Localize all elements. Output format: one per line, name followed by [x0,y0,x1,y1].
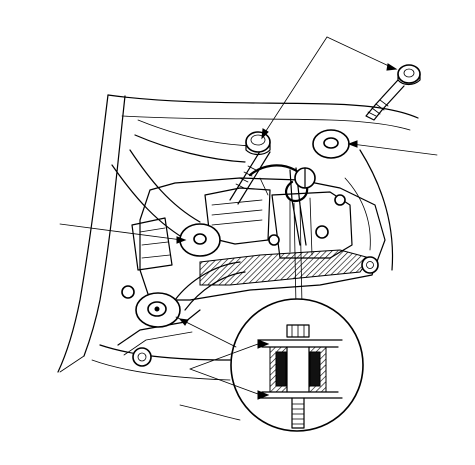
mount-nut [229,131,271,205]
mount-bracket [117,261,246,367]
wiring-harness [248,164,316,246]
chassis-outline [57,94,419,421]
mount-bolt-long [365,64,421,121]
washer-top [312,129,350,159]
detail-inset-bushing [230,202,364,432]
engine-block [131,177,386,301]
callout-leaders [59,36,438,395]
